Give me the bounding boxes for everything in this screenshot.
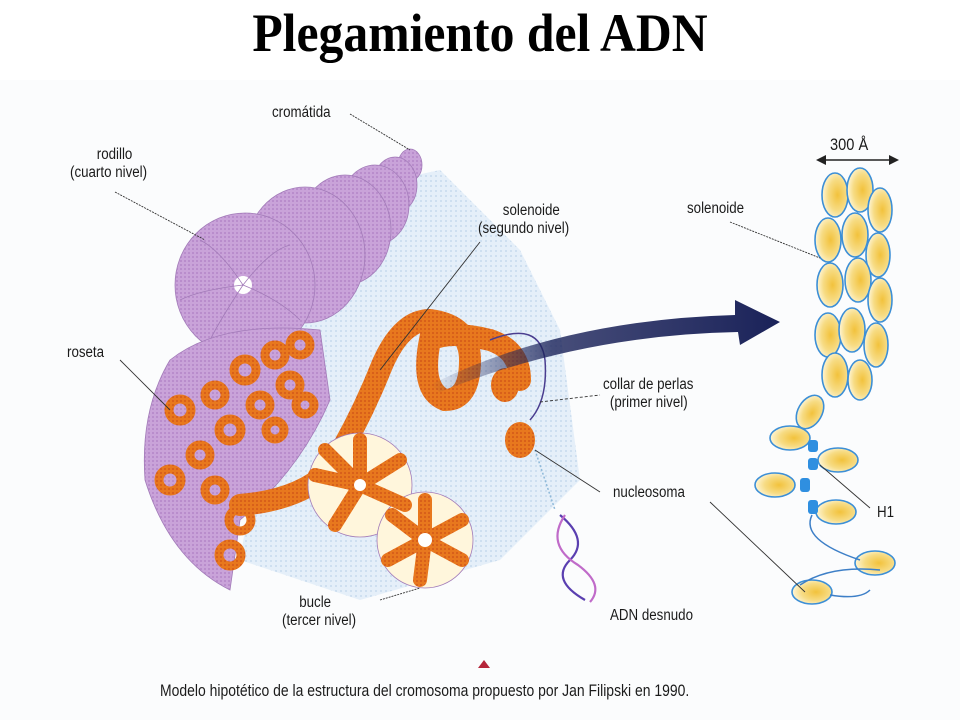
label-solenoide-level: (segundo nivel) — [478, 220, 570, 237]
triangle-marker-icon — [478, 660, 490, 668]
dna-folding-diagram: cromátida rodillo (cuarto nivel) solenoi… — [0, 80, 960, 720]
label-rodillo-level: (cuarto nivel) — [70, 164, 148, 181]
zoom-arrow — [430, 300, 780, 392]
label-solenoide-title: solenoide — [502, 202, 560, 219]
leader-lines — [114, 113, 871, 601]
label-bucle: bucle (tercer nivel) — [282, 594, 356, 630]
label-collar: collar de perlas (primer nivel) — [603, 376, 693, 412]
label-nucleosoma: nucleosoma — [613, 484, 685, 501]
label-adn-desnudo: ADN desnudo — [610, 607, 694, 624]
solenoid-detail — [754, 167, 896, 605]
naked-dna-helix — [556, 514, 597, 603]
page-title: Plegamiento del ADN — [252, 3, 708, 63]
beads-on-string — [489, 332, 556, 511]
chromatid-roller — [174, 148, 423, 358]
label-rodillo-title: rodillo — [96, 146, 133, 163]
figure-caption: Modelo hipotético de la estructura del c… — [160, 681, 690, 700]
label-roseta: roseta — [67, 344, 105, 361]
label-bucle-level: (tercer nivel) — [282, 612, 357, 629]
scale-bar — [816, 155, 899, 165]
label-solenoide-main: solenoide (segundo nivel) — [478, 202, 569, 238]
label-h1: H1 — [877, 504, 895, 521]
label-rodillo: rodillo (cuarto nivel) — [70, 146, 147, 182]
loop-flowers — [307, 432, 474, 589]
label-scale: 300 Å — [830, 135, 869, 154]
label-solenoide-detail: solenoide — [687, 200, 745, 217]
label-bucle-title: bucle — [299, 594, 332, 611]
label-collar-title: collar de perlas — [603, 376, 694, 393]
h1-histones — [800, 440, 818, 514]
label-collar-level: (primer nivel) — [609, 394, 688, 411]
label-cromatida: cromátida — [272, 104, 331, 121]
diagram-artwork — [114, 113, 899, 605]
